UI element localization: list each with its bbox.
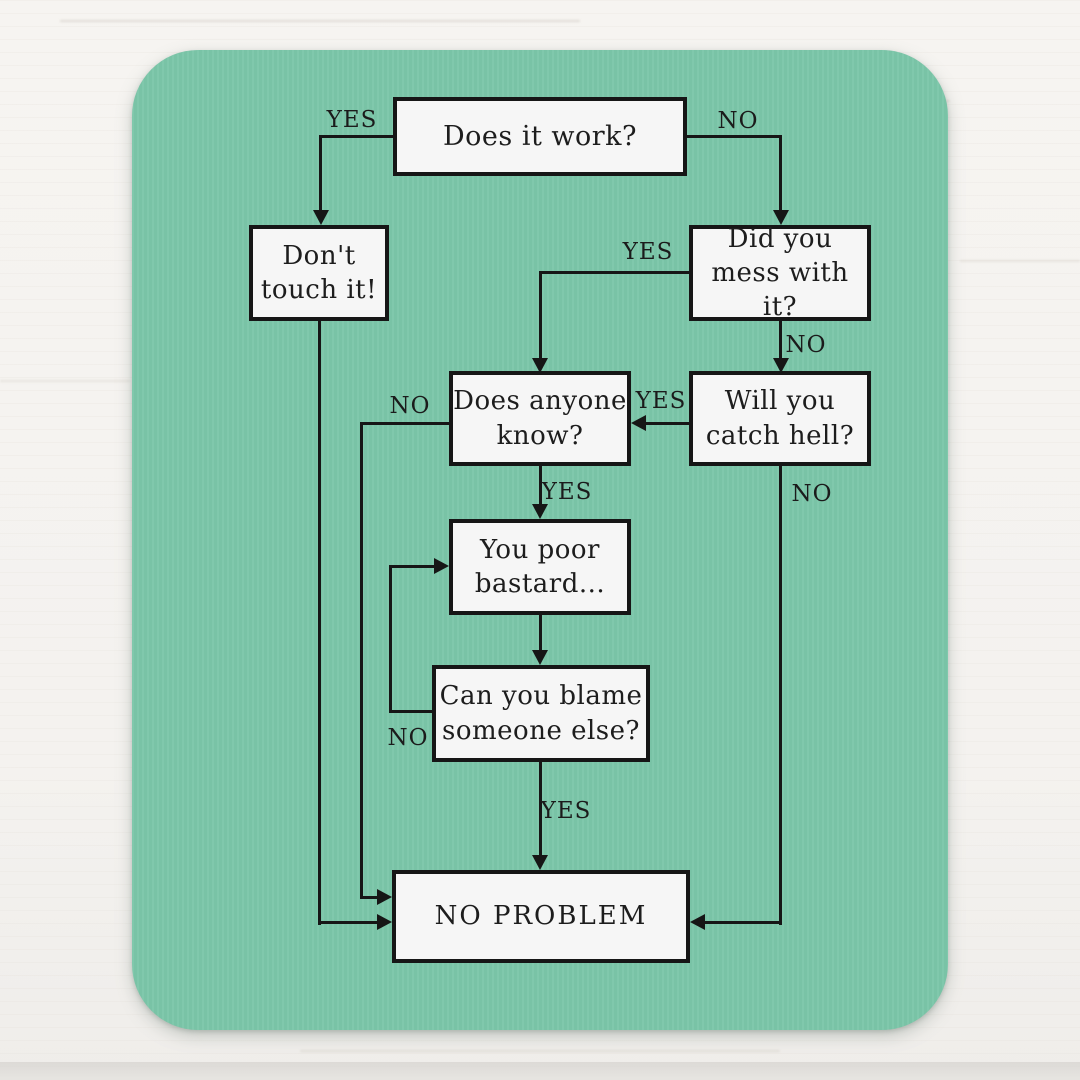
edge-label-yes: YES (326, 107, 378, 133)
arrowhead-icon (532, 650, 548, 665)
edge-label-no: NO (785, 332, 827, 358)
arrowhead-icon (532, 855, 548, 870)
edge-yes-to-dont-touch-line (320, 135, 394, 138)
arrowhead-icon (773, 358, 789, 373)
arrowhead-icon (532, 504, 548, 519)
edge-no-loop-to-you-poor-line (389, 565, 435, 568)
node-can-you-blame-someone-else: Can you blame someone else? (432, 665, 650, 762)
node-no-problem: NO PROBLEM (392, 870, 690, 963)
node-label: someone else? (442, 715, 640, 746)
node-does-anyone-know: Does anyone know? (449, 371, 631, 466)
node-label: bastard... (474, 569, 606, 599)
edge-label-yes: YES (622, 239, 674, 265)
edge-label-no: NO (717, 108, 759, 134)
arrowhead-icon (377, 914, 392, 930)
node-label: Can you blame (439, 681, 643, 712)
node-label: Does it work? (443, 120, 637, 152)
node-will-you-catch-hell: Will you catch hell? (689, 371, 871, 466)
node-label: Don't (282, 240, 356, 271)
wood-grain-streak (300, 1050, 780, 1052)
edge-label-yes: YES (540, 798, 592, 824)
node-label: Will you (724, 386, 836, 417)
edge-dont-touch-to-no-problem-line (318, 320, 321, 925)
edge-no-to-no-problem-left-line (360, 422, 363, 899)
edge-yes-to-no-problem-line (539, 762, 542, 857)
edge-label-no: NO (387, 725, 429, 751)
edge-no-to-no-problem-left-line (360, 896, 380, 899)
node-label: You poor (480, 534, 600, 565)
edge-label-no: NO (389, 393, 431, 419)
edge-no-loop-to-you-poor-line (389, 710, 433, 713)
edge-yes-to-does-anyone-know-2-line (645, 422, 689, 425)
wood-grain-streak (60, 20, 580, 22)
edge-label-yes: YES (635, 388, 687, 414)
edge-no-to-no-problem-right-line (703, 921, 782, 924)
arrowhead-icon (631, 415, 646, 431)
node-did-you-mess-with-it: Did you mess with it? (689, 223, 871, 322)
arrowhead-icon (532, 358, 548, 373)
edge-no-to-no-problem-left-line (360, 422, 449, 425)
edge-no-to-no-problem-right-line (779, 466, 782, 925)
node-label: mess with it? (711, 257, 849, 323)
edge-to-can-you-blame-line (539, 615, 542, 652)
node-label: Does anyone (453, 386, 627, 417)
node-label: Did you (727, 223, 833, 254)
node-does-it-work: Does it work? (393, 97, 687, 176)
edge-yes-to-you-poor-line (539, 466, 542, 506)
edge-label-no: NO (791, 481, 833, 507)
node-label: NO PROBLEM (434, 901, 648, 932)
arrowhead-icon (313, 210, 329, 225)
node-label: catch hell? (705, 420, 855, 451)
arrowhead-icon (690, 914, 705, 930)
edge-yes-to-does-anyone-know-line (539, 271, 542, 359)
wood-grain-streak (960, 260, 1080, 262)
wood-grain-streak (0, 380, 130, 382)
arrowhead-icon (434, 558, 449, 574)
edge-no-to-will-you-catch-line (779, 320, 782, 360)
arrowhead-icon (377, 889, 392, 905)
edge-no-loop-to-you-poor-line (389, 565, 392, 713)
edge-yes-to-dont-touch-line (319, 135, 322, 213)
node-label: touch it! (260, 275, 378, 305)
arrowhead-icon (773, 210, 789, 225)
edge-dont-touch-to-no-problem-line (318, 921, 378, 924)
node-label: know? (496, 420, 584, 451)
node-you-poor-bastard: You poor bastard... (449, 519, 631, 615)
node-dont-touch-it: Don't touch it! (249, 225, 389, 321)
edge-no-to-did-you-mess-line (687, 135, 782, 138)
edge-no-to-did-you-mess-line (779, 135, 782, 213)
edge-yes-to-does-anyone-know-line (539, 271, 689, 274)
desk-edge-shadow (0, 1062, 1080, 1080)
edge-label-yes: YES (541, 479, 593, 505)
